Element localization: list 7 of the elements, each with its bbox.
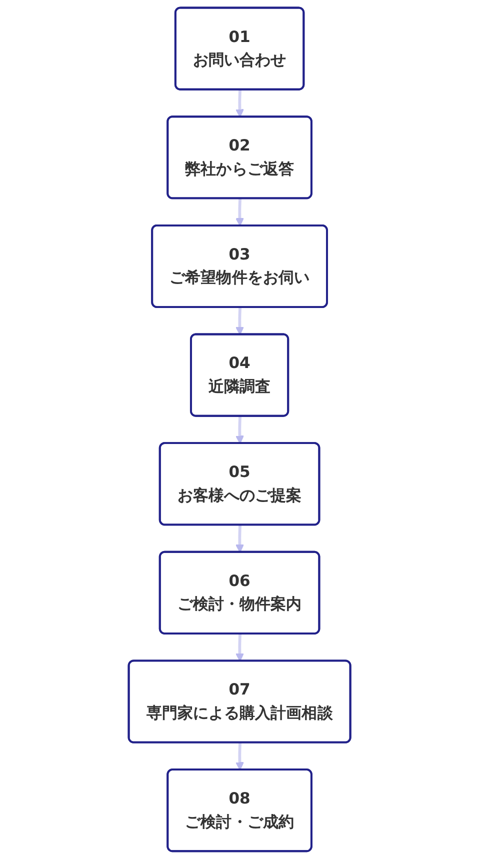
arrow	[236, 525, 244, 553]
arrow	[236, 634, 244, 662]
arrow	[236, 416, 244, 444]
arrow	[236, 198, 244, 226]
arrow	[236, 90, 244, 118]
arrow	[236, 742, 244, 770]
arrow	[236, 307, 244, 336]
